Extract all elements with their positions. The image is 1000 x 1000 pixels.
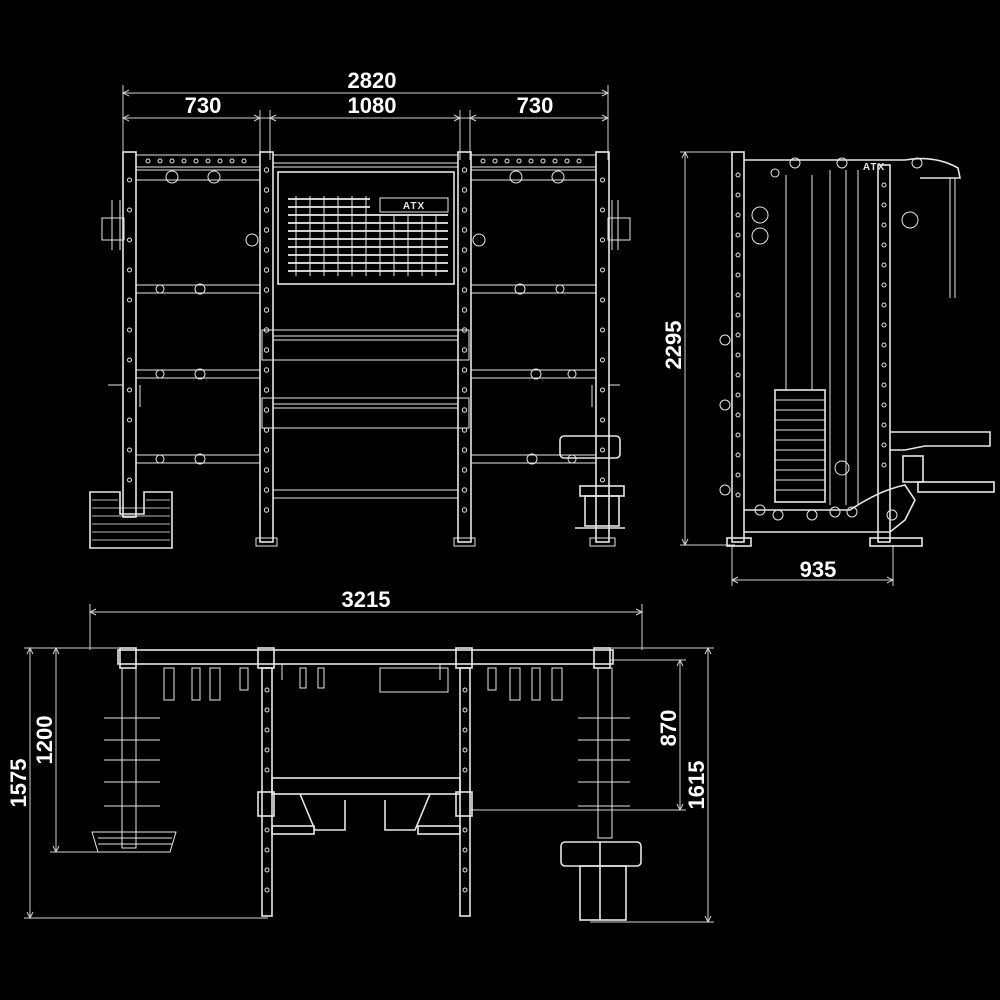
pegboard-slots [288, 198, 448, 272]
top-dimension-lines [24, 604, 714, 924]
top-right-inner-label: 870 [656, 710, 681, 747]
front-knob-clamps [165, 170, 565, 184]
front-side-attachments [101, 200, 631, 407]
front-left-foot-plate [89, 491, 173, 549]
top-dip-handles [271, 793, 461, 835]
side-view: 2295 935 ATX [661, 150, 995, 586]
front-crossmember-holes [145, 158, 582, 164]
side-bench-arm [890, 431, 995, 493]
front-left-bay-label: 730 [185, 93, 222, 118]
side-flower-knobs [719, 157, 923, 521]
top-view: 3215 1575 1200 870 1615 [6, 587, 714, 924]
top-bench [560, 841, 642, 921]
top-right-outer-label: 1615 [684, 761, 709, 810]
top-left-outer-label: 1575 [6, 759, 31, 808]
front-upright-feet [255, 537, 616, 547]
side-logo-text: ATX [863, 162, 885, 173]
side-depth-label: 935 [800, 557, 837, 582]
side-dimension-lines [680, 150, 895, 586]
front-center-bars [261, 329, 470, 499]
front-center-bay-label: 1080 [348, 93, 397, 118]
front-overall-width-label: 2820 [348, 68, 397, 93]
side-chain [949, 178, 956, 298]
top-overall-width-label: 3215 [342, 587, 391, 612]
front-right-bench-pad [559, 435, 625, 529]
side-frame [726, 151, 961, 547]
front-view: 2820 730 1080 730 [89, 68, 631, 549]
top-right-landmine [578, 667, 630, 839]
front-pegboard: ATX [277, 171, 455, 285]
front-dimension-lines [121, 85, 610, 160]
top-left-inner-label: 1200 [32, 716, 57, 765]
side-height-label: 2295 [661, 321, 686, 370]
front-top-crossmembers [135, 154, 597, 181]
top-upright-holes [264, 687, 468, 893]
front-upright-holes [127, 167, 605, 513]
front-side-crossbars [135, 283, 597, 465]
side-cable-tower [751, 170, 919, 505]
side-upright-holes [735, 172, 887, 498]
pegboard-grid-lines [295, 196, 437, 276]
top-left-landmine [91, 667, 177, 853]
front-right-bay-label: 730 [517, 93, 554, 118]
top-storage-pegs [163, 664, 563, 701]
front-logo-text: ATX [403, 201, 425, 212]
side-weight-stack [774, 389, 826, 503]
